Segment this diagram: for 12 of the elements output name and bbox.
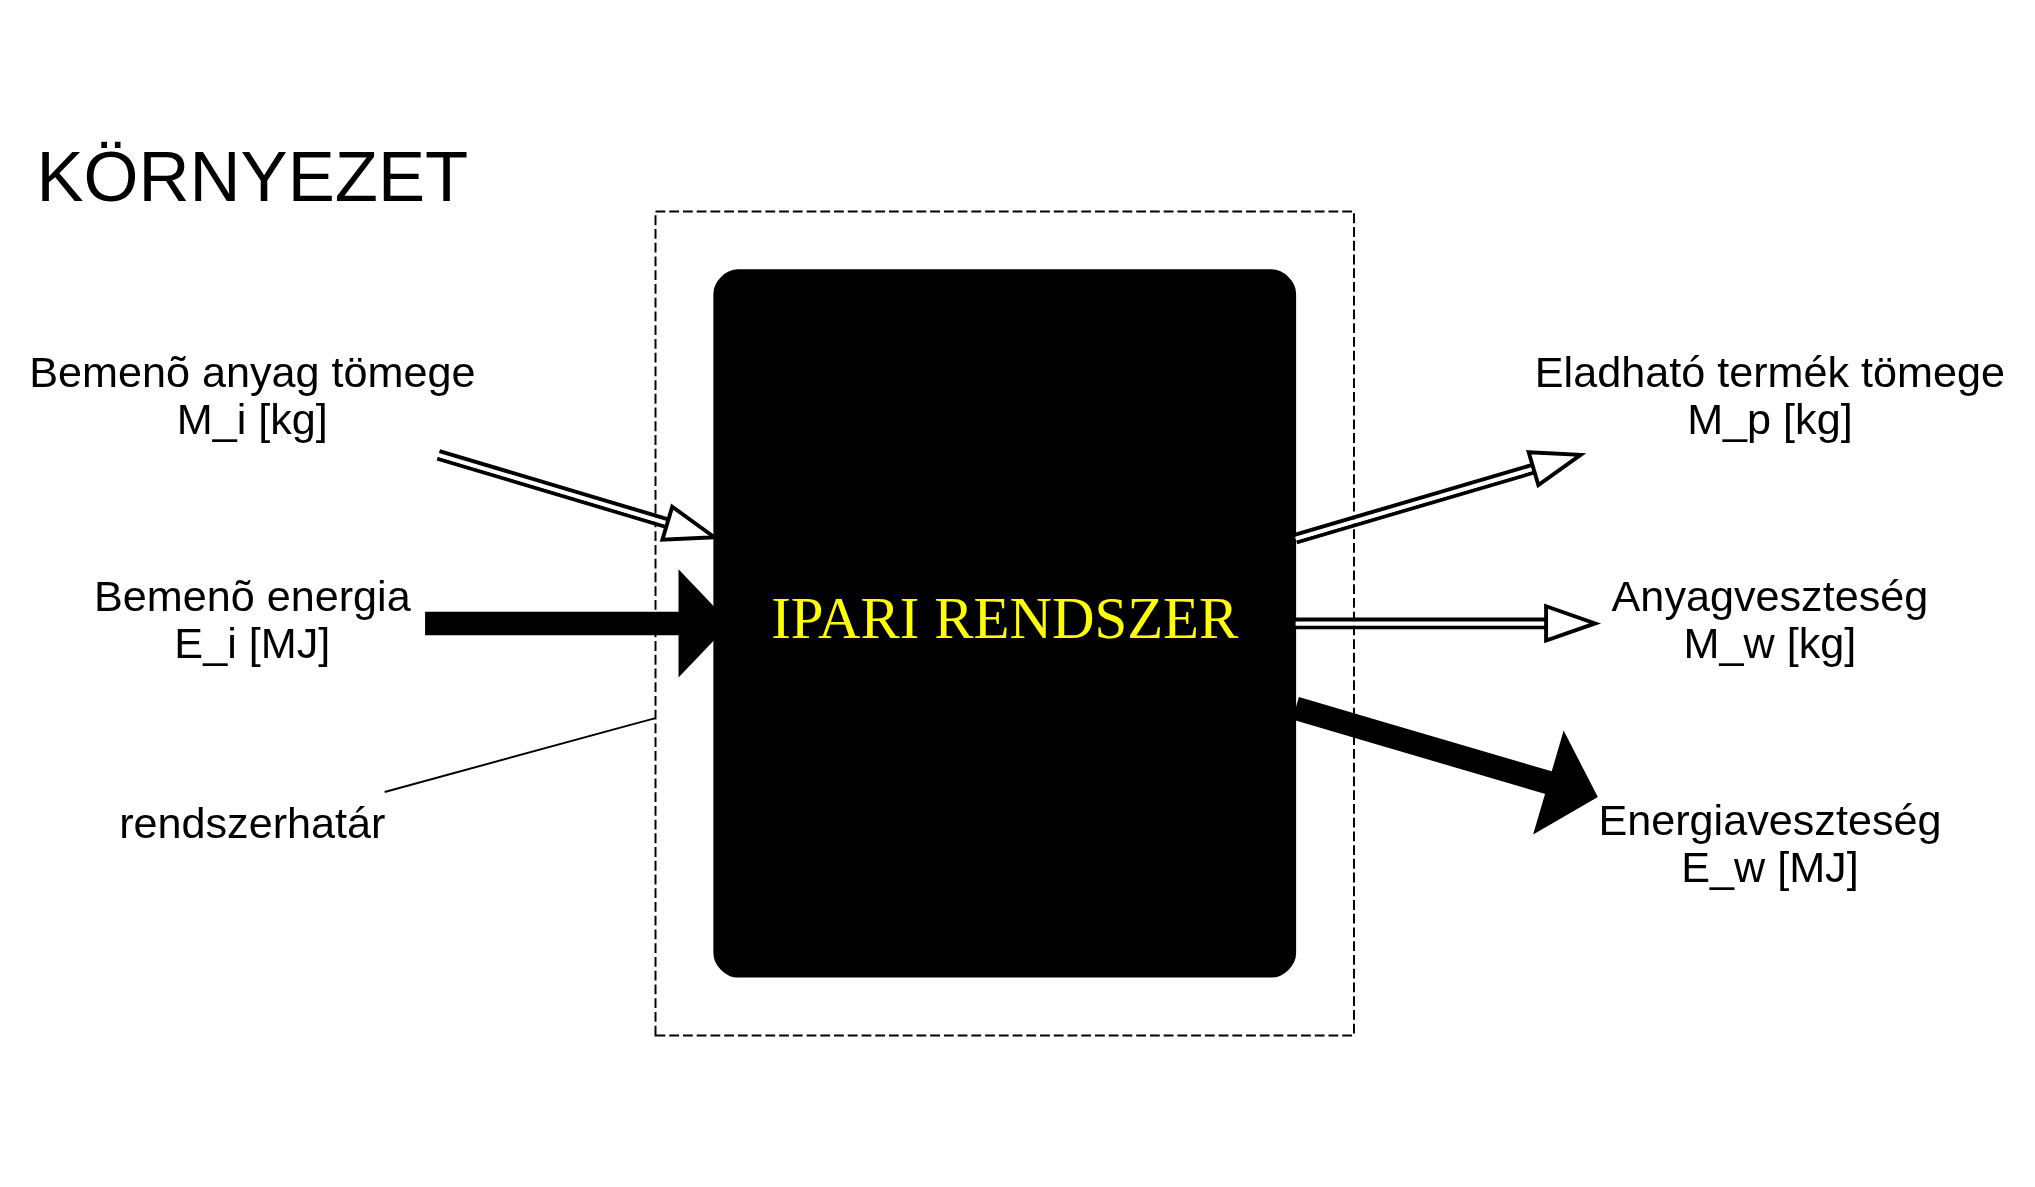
node-text: Anyagveszteség M_w [kg] [1611,571,1929,667]
node-box: IPARI RENDSZER [713,268,1297,978]
arrow [1295,603,1602,643]
node-text: Bemenõ energia E_i [MJ] [93,571,411,667]
node-text: Energiaveszteség E_w [MJ] [1598,795,1942,891]
connector [383,716,657,793]
node-text: Bemenõ anyag tömege M_i [kg] [29,347,476,443]
cluster [654,209,1355,1036]
node-text: rendszerhatár [119,798,386,847]
arrow [1293,449,1587,544]
node-text: Eladható termék tömege M_p [kg] [1534,347,2006,443]
label: KÖRNYEZET [36,136,469,216]
